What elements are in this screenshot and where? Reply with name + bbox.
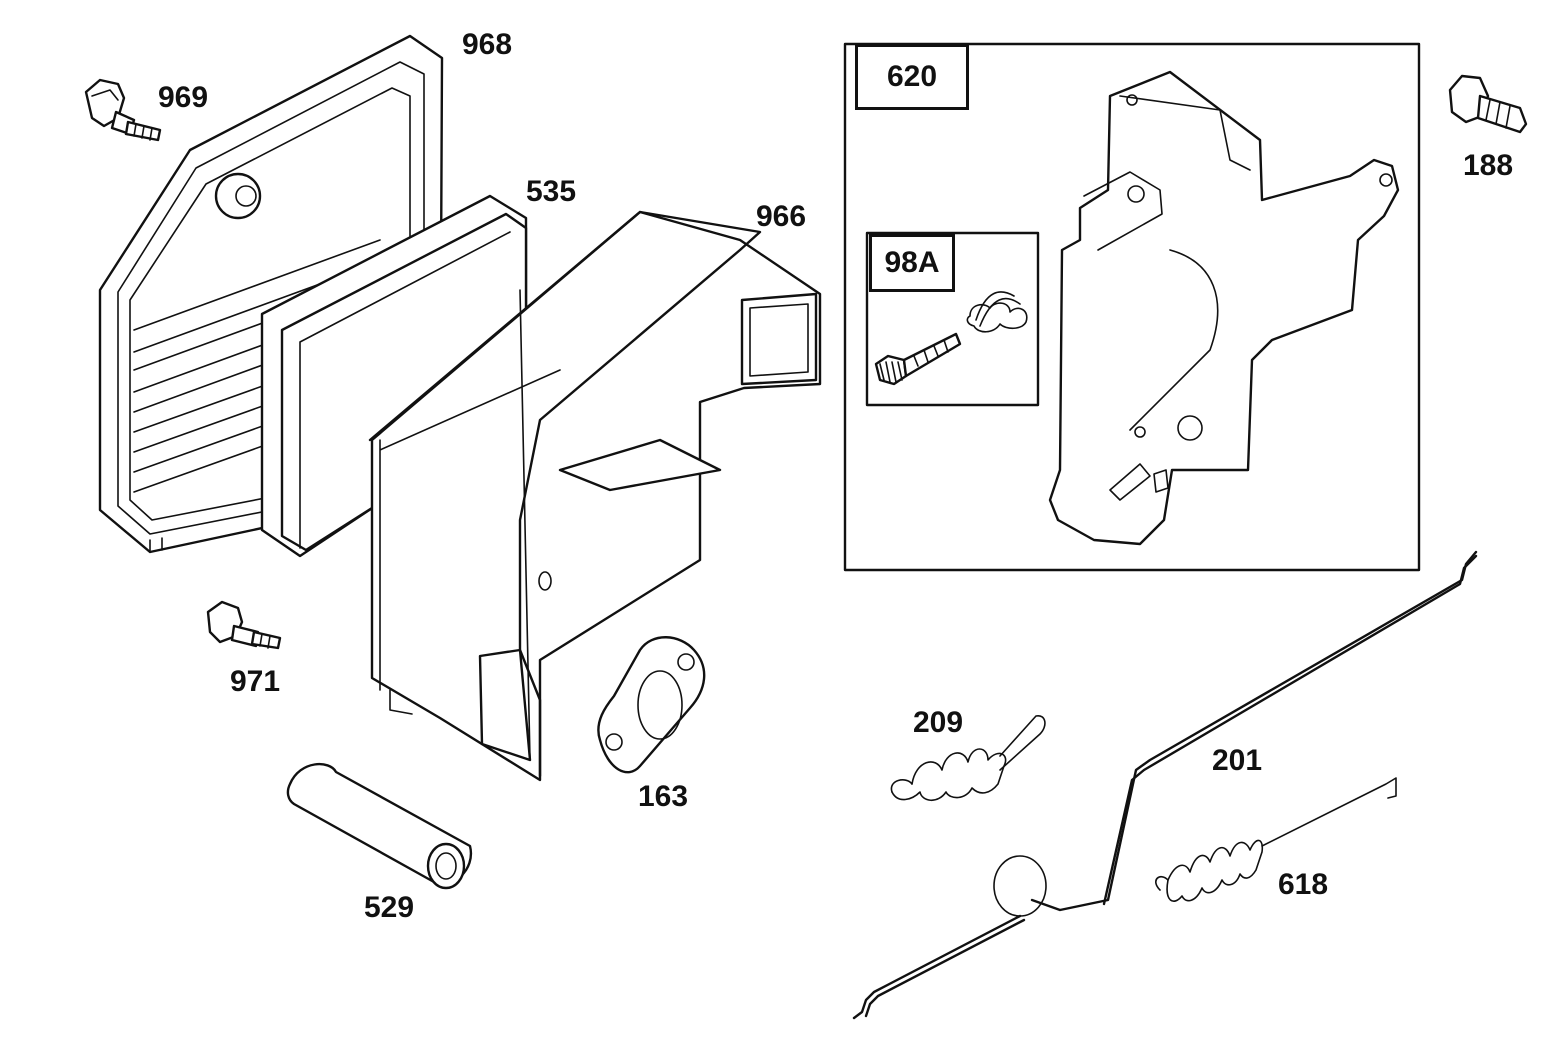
link-201-drawing [852, 550, 1478, 1020]
screw-971-drawing [206, 600, 282, 650]
callout-98A-box: 98A [869, 234, 955, 292]
base-966-drawing [368, 210, 822, 782]
callout-966: 966 [756, 200, 807, 233]
callout-188: 188 [1463, 149, 1514, 182]
callout-968: 968 [462, 28, 513, 61]
callout-620-box: 620 [855, 44, 969, 110]
gasket-163-drawing [597, 636, 706, 774]
callout-969: 969 [158, 81, 209, 114]
screw-969-drawing [84, 78, 162, 142]
callout-971: 971 [230, 665, 281, 698]
spring-618-drawing [1155, 777, 1397, 902]
callout-201: 201 [1212, 744, 1263, 777]
callout-529: 529 [364, 891, 415, 924]
kit-98A-drawing [874, 291, 1028, 386]
kit-98A-frame [865, 231, 1040, 407]
callout-618: 618 [1278, 868, 1329, 901]
bracket-620-drawing [1048, 70, 1400, 546]
callout-209: 209 [913, 706, 964, 739]
filter-535-drawing [260, 194, 528, 558]
callout-163: 163 [638, 780, 689, 813]
callout-535: 535 [526, 175, 577, 208]
tube-529-drawing [286, 762, 473, 890]
screw-188-drawing [1448, 74, 1528, 134]
assembly-620-frame [843, 42, 1421, 572]
spring-209-drawing [890, 715, 1046, 802]
